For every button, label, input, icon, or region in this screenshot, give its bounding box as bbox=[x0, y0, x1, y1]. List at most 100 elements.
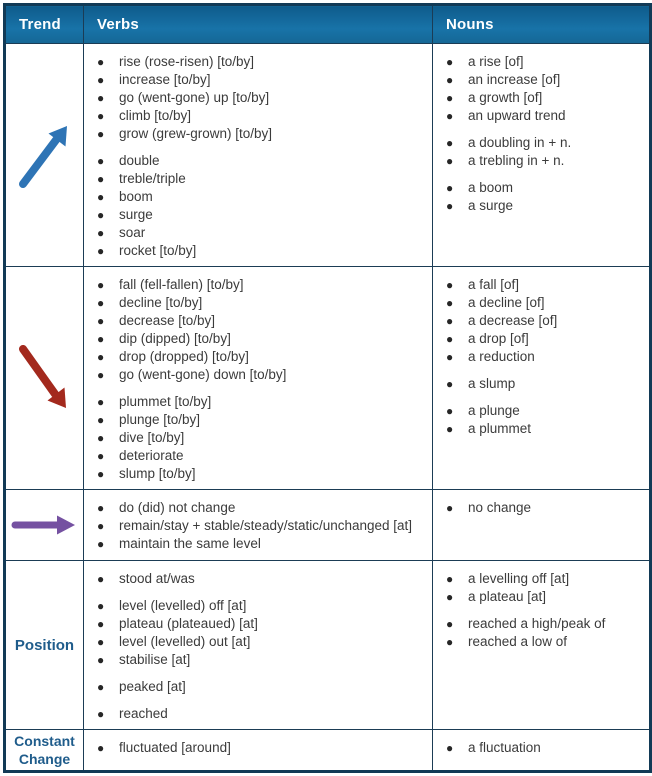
bullet-item: ● go (went-gone) down [to/by] bbox=[97, 366, 426, 384]
verbs-cell-position: ●stood at/was●level (levelled) off [at]●… bbox=[83, 560, 433, 730]
position-label: Position bbox=[14, 636, 75, 654]
bullet-text: a doubling in + n. bbox=[468, 135, 572, 150]
bullet-text: a drop [of] bbox=[468, 331, 529, 346]
nouns-cell-upward: ●a rise [of]●an increase [of]●a growth [… bbox=[432, 43, 651, 267]
bullet-text: a levelling off [at] bbox=[468, 571, 570, 586]
bullet-text: a slump bbox=[468, 376, 516, 391]
bullet-item: ●a plateau [at] bbox=[446, 588, 643, 606]
bullet-icon: ● bbox=[97, 413, 105, 427]
verbs-cell-stable: ●do (did) not change●remain/stay + stabl… bbox=[83, 489, 433, 561]
bullet-item: ● climb [to/by] bbox=[97, 107, 426, 125]
bullet-icon: ● bbox=[97, 350, 105, 364]
bullet-icon: ● bbox=[446, 635, 454, 649]
bullet-text: boom bbox=[119, 189, 153, 204]
trend-cell-position: Position bbox=[4, 560, 84, 730]
bullet-group: ●a rise [of]●an increase [of]●a growth [… bbox=[446, 53, 643, 125]
bullet-text: decline [to/by] bbox=[119, 295, 203, 310]
bullet-item: ●a surge bbox=[446, 197, 643, 215]
bullet-item: ●a boom bbox=[446, 179, 643, 197]
bullet-text: a plummet bbox=[468, 421, 532, 436]
bullet-icon: ● bbox=[446, 617, 454, 631]
bullet-item: ● drop (dropped) [to/by] bbox=[97, 348, 426, 366]
bullet-text: maintain the same level bbox=[119, 536, 261, 551]
up-arrow-head bbox=[48, 126, 67, 147]
bullet-item: ●an upward trend bbox=[446, 107, 643, 125]
bullet-text: dip (dipped) [to/by] bbox=[119, 331, 231, 346]
bullet-item: ●a doubling in + n. bbox=[446, 134, 643, 152]
bullet-icon: ● bbox=[97, 368, 105, 382]
bullet-text: a fall [of] bbox=[468, 277, 520, 292]
bullet-item: ●level (levelled) off [at] bbox=[97, 597, 426, 615]
bullet-text: an upward trend bbox=[468, 108, 566, 123]
bullet-item: ●dip (dipped) [to/by] bbox=[97, 330, 426, 348]
bullet-group: ●plummet [to/by]●plunge [to/by]●dive [to… bbox=[97, 393, 426, 483]
bullet-item: ●plateau (plateaued) [at] bbox=[97, 615, 426, 633]
verbs-list: ● fall (fell-fallen) [to/by] ● decline [to/… bbox=[97, 276, 426, 483]
bullet-icon: ● bbox=[97, 278, 105, 292]
down-arrow-head bbox=[47, 387, 66, 408]
bullet-text: a rise [of] bbox=[468, 54, 524, 69]
bullet-item: ●a growth [of] bbox=[446, 89, 643, 107]
bullet-text: double bbox=[119, 153, 160, 168]
bullet-text: a decline [of] bbox=[468, 295, 545, 310]
bullet-text: drop (dropped) [to/by] bbox=[119, 349, 249, 364]
bullet-icon: ● bbox=[446, 296, 454, 310]
bullet-text: a plateau [at] bbox=[468, 589, 547, 604]
verbs-list: ●do (did) not change●remain/stay + stabl… bbox=[97, 499, 426, 553]
bullet-item: ●a plunge bbox=[446, 402, 643, 420]
bullet-text: go (went-gone) down [to/by] bbox=[119, 367, 287, 382]
bullet-item: ●level (levelled) out [at] bbox=[97, 633, 426, 651]
bullet-text: fall (fell-fallen) [to/by] bbox=[119, 277, 244, 292]
table-row-position: Position ●stood at/was●level (levelled) … bbox=[4, 560, 651, 730]
bullet-item: ● maintain the same level bbox=[97, 535, 426, 553]
bullet-text: deteriorate bbox=[119, 448, 184, 463]
bullet-item: ● double bbox=[97, 152, 426, 170]
bullet-icon: ● bbox=[446, 55, 454, 69]
bullet-item: ● fall (fell-fallen) [to/by] bbox=[97, 276, 426, 294]
bullet-item: ●a fall [of] bbox=[446, 276, 643, 294]
bullet-icon: ● bbox=[97, 73, 105, 87]
bullet-group: ●rise (rose-risen) [to/by]●increase [to/… bbox=[97, 53, 426, 143]
up-arrow-shaft bbox=[18, 136, 60, 188]
bullet-text: go (went-gone) up [to/by] bbox=[119, 90, 270, 105]
bullet-icon: ● bbox=[97, 109, 105, 123]
bullet-text: level (levelled) off [at] bbox=[119, 598, 247, 613]
bullet-text: climb [to/by] bbox=[119, 108, 192, 123]
bullet-icon: ● bbox=[97, 154, 105, 168]
bullet-text: stabilise [at] bbox=[119, 652, 191, 667]
bullet-text: a decrease [of] bbox=[468, 313, 558, 328]
bullet-group: ●a boom●a surge bbox=[446, 179, 643, 215]
bullet-group: ●a fall [of]●a decline [of]●a decrease [… bbox=[446, 276, 643, 366]
bullet-icon: ● bbox=[97, 467, 105, 481]
bullet-icon: ● bbox=[97, 314, 105, 328]
bullet-group: ●stood at/was bbox=[97, 570, 426, 588]
bullet-text: dive [to/by] bbox=[119, 430, 185, 445]
bullet-item: ● a reduction bbox=[446, 348, 643, 366]
bullet-icon: ● bbox=[97, 572, 105, 586]
bullet-text: a fluctuation bbox=[468, 740, 541, 755]
bullet-icon: ● bbox=[97, 707, 105, 721]
bullet-icon: ● bbox=[446, 350, 454, 364]
bullet-icon: ● bbox=[446, 422, 454, 436]
bullet-group: ●a plunge ● a plummet bbox=[446, 402, 643, 438]
bullet-text: level (levelled) out [at] bbox=[119, 634, 251, 649]
verbs-cell-upward: ●rise (rose-risen) [to/by]●increase [to/… bbox=[83, 43, 433, 267]
bullet-icon: ● bbox=[446, 741, 454, 755]
trend-cell-stable bbox=[4, 489, 84, 561]
bullet-text: rocket [to/by] bbox=[119, 243, 197, 258]
right-arrow-icon bbox=[11, 515, 75, 535]
bullet-item: ●a drop [of] bbox=[446, 330, 643, 348]
bullet-icon: ● bbox=[97, 226, 105, 240]
bullet-text: a reduction bbox=[468, 349, 535, 364]
down-arrow-icon bbox=[18, 345, 66, 408]
bullet-item: ●a decrease [of] bbox=[446, 312, 643, 330]
bullet-group: ● a slump bbox=[446, 375, 643, 393]
nouns-list: ● a fluctuation bbox=[446, 739, 643, 757]
bullet-icon: ● bbox=[446, 377, 454, 391]
bullet-item: ●boom bbox=[97, 188, 426, 206]
header-trend: Trend bbox=[4, 4, 84, 44]
bullet-icon: ● bbox=[97, 537, 105, 551]
bullet-text: a surge bbox=[468, 198, 514, 213]
bullet-text: an increase [of] bbox=[468, 72, 561, 87]
bullet-text: a growth [of] bbox=[468, 90, 543, 105]
